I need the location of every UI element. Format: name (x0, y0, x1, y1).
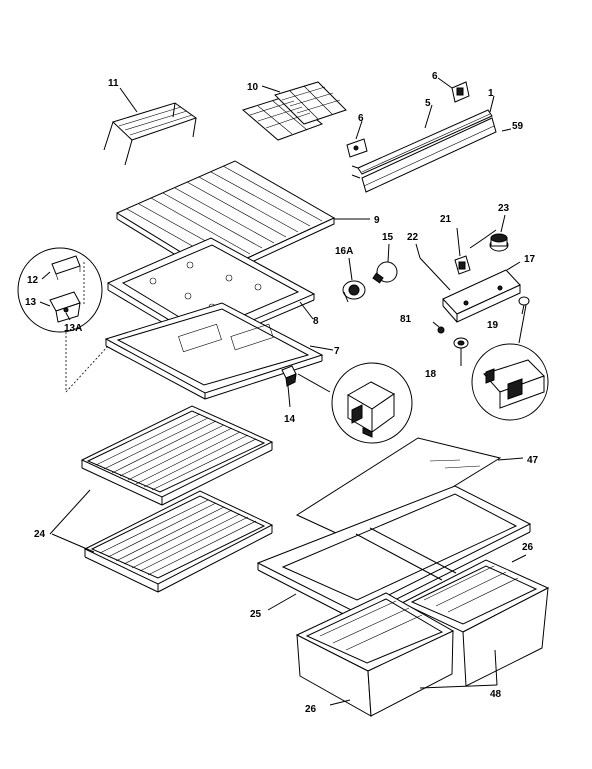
part-24-wire-shelf-upper (80, 405, 274, 506)
callout-16a: 16A (335, 246, 353, 257)
callout-22: 22 (407, 232, 419, 243)
callout-25: 25 (250, 609, 262, 620)
part-8-shelf-frame (106, 237, 316, 348)
callout-26-right: 26 (522, 542, 534, 553)
callout-10: 10 (247, 82, 259, 93)
callout-6-mid: 6 (358, 113, 364, 124)
callout-7: 7 (334, 346, 340, 357)
part-59-screw (501, 128, 512, 132)
part-23-knob (489, 214, 509, 252)
callout-11: 11 (108, 78, 119, 89)
part-26-crisper-drawer-right (400, 554, 550, 687)
part-5-rail (351, 109, 493, 179)
callout-1: 1 (488, 88, 494, 99)
callout-labels: 11 10 6 1 5 6 59 9 21 23 22 16A 15 17 12… (25, 71, 539, 715)
part-10-ice-trays (241, 81, 347, 141)
part-22-rod (415, 243, 451, 291)
callout-13a: 13A (64, 323, 82, 334)
part-6-bracket-top (451, 81, 470, 103)
part-1-trim-strip (361, 117, 497, 193)
callout-17: 17 (524, 254, 536, 265)
part-16a-light-socket (342, 257, 366, 303)
callout-18: 18 (425, 369, 437, 380)
callout-19: 19 (487, 320, 499, 331)
part-81-screw (432, 321, 445, 334)
part-19-clip (518, 296, 530, 344)
callout-81: 81 (400, 314, 412, 325)
callout-14: 14 (284, 414, 296, 425)
callout-6-top: 6 (432, 71, 438, 82)
callout-23: 23 (498, 203, 510, 214)
part-15-light-bulb (372, 243, 398, 284)
callout-9: 9 (374, 215, 380, 226)
inset-control-detail (471, 343, 549, 421)
callout-5: 5 (425, 98, 431, 109)
callout-59: 59 (512, 121, 524, 132)
callout-47: 47 (527, 455, 539, 466)
leader-lines (39, 77, 495, 611)
part-6-bracket-mid (346, 138, 368, 158)
callout-24: 24 (34, 529, 46, 540)
callout-8: 8 (313, 316, 319, 327)
part-48-drawer-leaders (419, 649, 498, 689)
inset-part-14-detail (331, 362, 413, 444)
callout-26-left: 26 (305, 704, 317, 715)
part-17-control-housing (442, 261, 521, 323)
part-26-crisper-drawer-left (295, 592, 455, 717)
part-7-shelf-tray (104, 302, 324, 400)
inset-door-bins (17, 247, 109, 393)
callout-13: 13 (25, 297, 37, 308)
callout-15: 15 (382, 232, 394, 243)
part-21-thermostat (454, 227, 497, 275)
part-24-wire-shelf-lower (83, 490, 274, 593)
part-18-grommet (453, 337, 469, 366)
part-14-switch (281, 365, 331, 393)
callout-12: 12 (27, 275, 39, 286)
part-11-shelf-rack (103, 102, 198, 166)
callout-48: 48 (490, 689, 502, 700)
callout-21: 21 (440, 214, 452, 225)
